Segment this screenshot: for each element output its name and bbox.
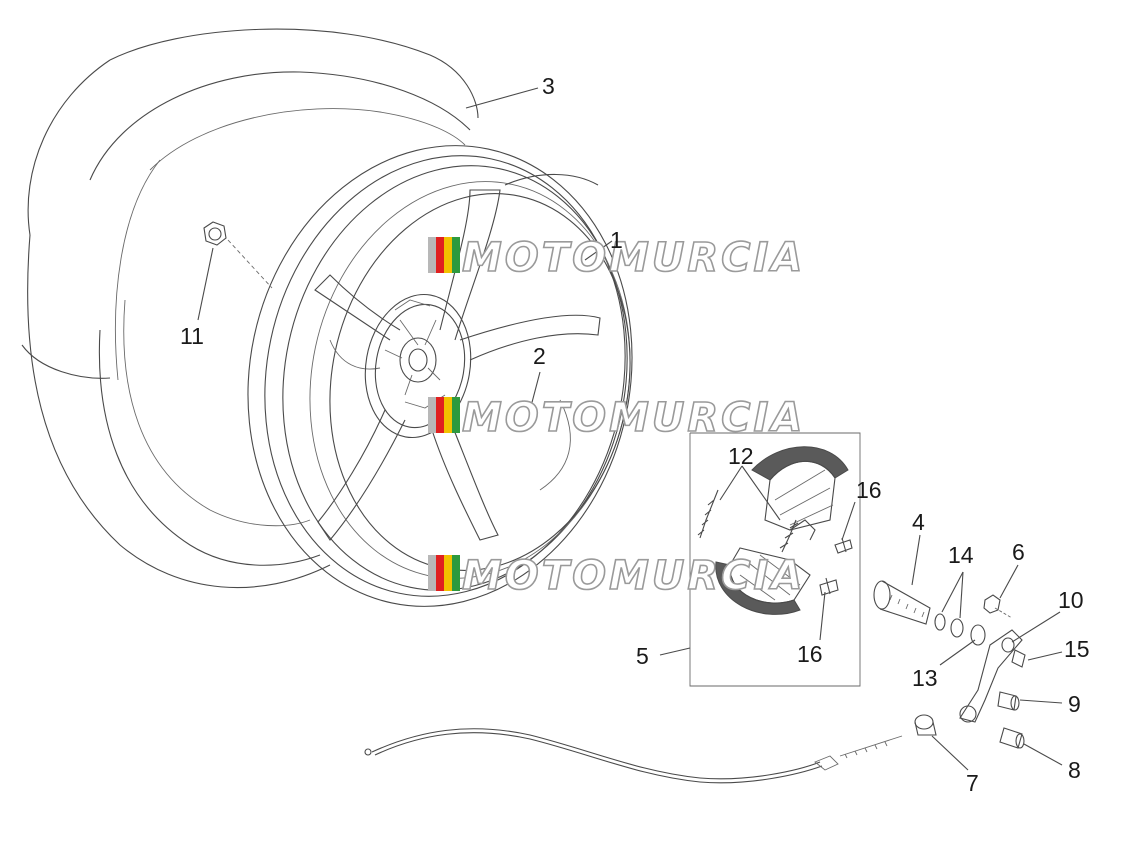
callout-12: 12 <box>728 443 754 469</box>
brake-cable <box>364 728 903 784</box>
watermark-bottom: MOTOMURCIA <box>428 552 805 600</box>
leader-lines <box>197 87 1063 771</box>
callout-9: 9 <box>1068 691 1081 717</box>
callout-14: 14 <box>948 542 974 568</box>
callout-11: 11 <box>180 323 204 349</box>
washers <box>934 613 986 646</box>
watermark-top: MOTOMURCIA <box>428 234 805 282</box>
pins <box>914 691 1025 749</box>
brake-lever <box>959 629 1026 723</box>
watermark-text: MOTOMURCIA <box>462 235 805 281</box>
watermark-text: MOTOMURCIA <box>462 395 805 441</box>
watermark-middle: MOTOMURCIA <box>428 394 805 442</box>
tire <box>21 28 479 589</box>
callout-2: 2 <box>533 343 546 369</box>
callout-4: 4 <box>912 509 925 535</box>
callout-15: 15 <box>1064 636 1090 662</box>
axle-nut <box>203 221 273 289</box>
callout-10: 10 <box>1058 587 1084 613</box>
callout-1: 1 <box>610 227 623 253</box>
callout-5: 5 <box>636 643 649 669</box>
wheel-rim <box>247 145 633 607</box>
callout-3: 3 <box>542 73 555 99</box>
callout-7: 7 <box>966 770 979 796</box>
callout-13: 13 <box>912 665 938 691</box>
brake-shoe-kit <box>689 432 861 687</box>
callout-16-bottom: 16 <box>797 641 823 667</box>
callout-8: 8 <box>1068 757 1081 783</box>
watermark-text: MOTOMURCIA <box>462 553 805 599</box>
callout-16-top: 16 <box>856 477 882 503</box>
brake-camshaft <box>873 580 931 625</box>
bolt <box>983 594 1013 619</box>
callout-6: 6 <box>1012 539 1025 565</box>
